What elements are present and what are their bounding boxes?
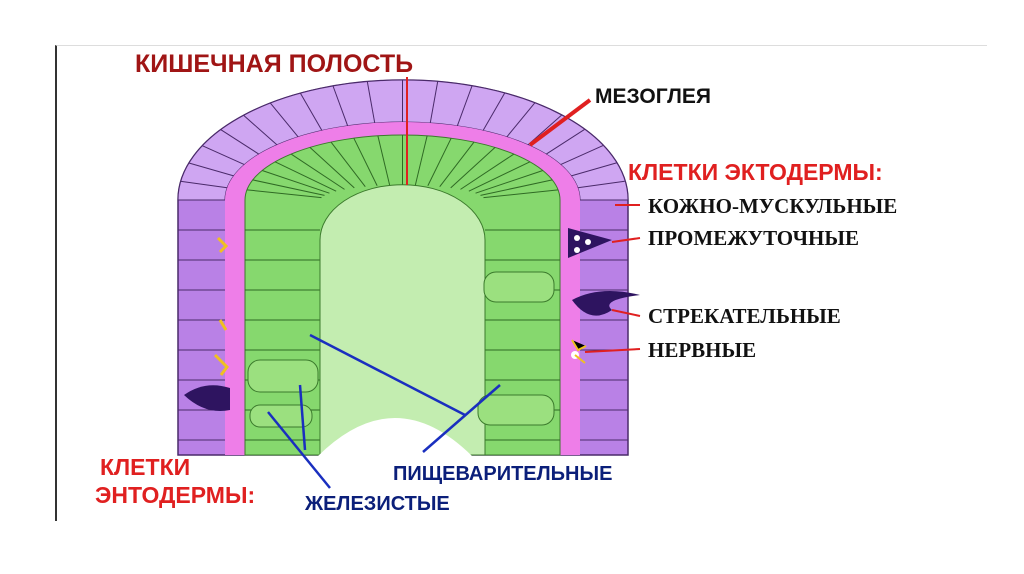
endoderm-title-1: КЛЕТКИ: [100, 454, 190, 480]
gut-cavity: [319, 184, 486, 456]
cell-boundary: [414, 135, 428, 186]
cell-boundary: [377, 135, 391, 186]
cell-boundary: [246, 189, 322, 199]
glandular-cell: [247, 359, 319, 393]
glandular-cell: [477, 394, 555, 426]
cell-boundary: [460, 153, 515, 190]
cell-boundary: [483, 189, 559, 199]
mesoglea-layer: [225, 122, 580, 456]
cell-boundary: [332, 85, 349, 126]
cell-boundary: [299, 92, 323, 131]
cell-boundary: [545, 129, 585, 155]
cell-boundary: [269, 102, 299, 138]
cell-boundary: [468, 161, 531, 192]
interstitial-cells: [184, 385, 230, 411]
cell-boundary: [506, 102, 536, 138]
cell-boundary: [439, 141, 475, 187]
cell-boundary: [220, 129, 260, 155]
cell-boundary: [480, 179, 553, 196]
cavity-opening: [318, 418, 472, 456]
cell-boundary: [456, 85, 473, 126]
ecto-item-skin-muscle: КОЖНО-МУСКУЛЬНЫЕ: [648, 194, 897, 218]
cell-boundary: [188, 162, 234, 177]
cell-boundary: [252, 179, 325, 196]
nerve-cells: [213, 236, 229, 376]
cell-boundary: [180, 180, 228, 189]
cell-boundary: [309, 147, 355, 189]
cell-boundary: [577, 180, 625, 189]
digestive-label: ПИЩЕВАРИТЕЛЬНЫЕ: [393, 463, 612, 485]
gut-cavity-label: КИШЕЧНАЯ ПОЛОСТЬ: [135, 50, 413, 78]
ectoderm-title: КЛЕТКИ ЭКТОДЕРМЫ:: [628, 159, 883, 185]
cell-boundary: [475, 170, 543, 194]
cell-boundary: [274, 161, 337, 192]
cell-boundary: [290, 153, 345, 190]
ecto-item-nerve: НЕРВНЫЕ: [648, 338, 756, 362]
cell-boundary: [427, 137, 452, 186]
cell-boundary: [482, 92, 506, 131]
cell-boundary: [330, 141, 366, 187]
cell-boundary: [353, 137, 378, 186]
cell-boundary: [560, 145, 604, 166]
cell-boundary: [243, 114, 278, 146]
stinging-cell: [572, 291, 640, 316]
glandular-cell: [483, 271, 555, 303]
cell-boundary: [571, 162, 617, 177]
cell-boundary: [201, 145, 245, 166]
ecto-item-interstitial: ПРОМЕЖУТОЧНЫЕ: [648, 226, 859, 250]
ecto-item-stinging: СТРЕКАТЕЛЬНЫЕ: [648, 304, 841, 328]
cell-boundary: [429, 81, 439, 124]
mesoglea-label: МЕЗОГЛЕЯ: [595, 85, 711, 108]
glandular-label: ЖЕЛЕЗИСТЫЕ: [304, 493, 450, 515]
endoderm-title-2: ЭНТОДЕРМЫ:: [95, 482, 255, 508]
cell-boundary: [262, 170, 330, 194]
cell-boundary: [450, 147, 496, 189]
cell-boundary: [366, 81, 376, 124]
